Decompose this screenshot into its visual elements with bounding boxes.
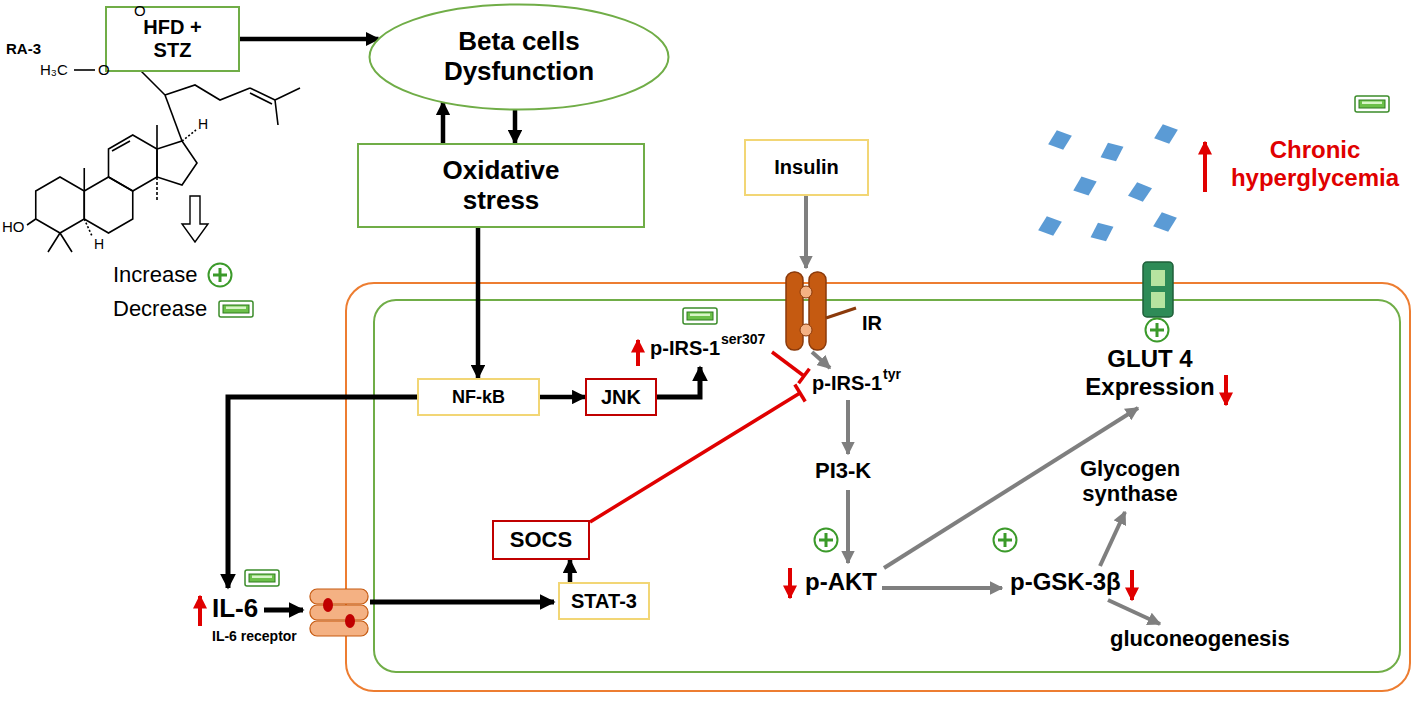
legend-text: Decrease [113,296,207,322]
glut4-transporter [1143,262,1173,317]
node-text: SOCS [510,527,572,552]
atom-label: HO [2,218,25,235]
atom-label: O [134,2,146,19]
il6-receptor [310,589,368,636]
condition-label: Chronic hyperglycemia [1225,136,1405,191]
connector-arrow [240,37,379,42]
superscript-label: ser307 [721,331,765,347]
process-label: gluconeogenesis [1110,626,1290,651]
atom-label: O [98,61,110,78]
connector-arrow [513,109,518,143]
connector-arrow [568,560,573,582]
protein-label: p-IRS-1 [812,372,882,395]
insulin-pathway-arrows [806,196,1160,624]
cytokine-label: IL-6 [212,594,258,624]
connector-arrow [540,395,585,400]
enzyme-label: Glycogen synthase [1055,456,1205,507]
receptor-label: IL-6 receptor [212,628,297,644]
protein-label: PI3-K [815,458,871,483]
process-ellipse: Beta cells Dysfunction [368,3,670,111]
node-text: NF-kB [452,387,505,408]
kinase-box: JNK [585,378,657,416]
factor-box: SOCS [492,520,590,560]
insulin-receptor [786,272,856,350]
protein-label: GLUT 4 Expression [1080,345,1220,400]
connector-arrow [476,228,481,378]
atom-label: H₃C [40,61,68,78]
legend-row: Decrease [113,292,255,326]
node-text: STAT-3 [571,590,637,613]
node-text: Insulin [774,156,838,179]
node-text: Beta cells Dysfunction [419,27,619,87]
change-arrows [200,142,1226,626]
node-text: JNK [601,386,641,409]
process-box: Oxidative stress [357,143,645,228]
superscript-label: tyr [883,366,901,382]
compound-name: RA-3 [6,40,41,57]
signal-arrows [228,367,700,610]
protein-label: p-IRS-1 [650,337,720,360]
legend-row: Increase [113,258,255,292]
node-text: Oxidative stress [426,156,576,216]
legend: IncreaseDecrease [113,258,255,326]
legend-swatch [207,262,245,288]
legend-text: Increase [113,262,197,288]
cell-membrane [346,283,1410,691]
legend-swatch [217,296,255,322]
atom-label: H [198,116,208,132]
factor-box: NF-kB [417,378,540,416]
input-box: HFD + STZ [105,6,240,72]
connector-arrow [441,102,446,143]
hormone-box: Insulin [744,139,869,196]
protein-label: p-GSK-3β [1010,568,1121,596]
status-icons [245,96,1389,586]
atom-label: H [94,236,104,252]
receptor-label: IR [862,312,882,335]
node-text: HFD + STZ [128,16,218,62]
factor-box: STAT-3 [558,582,650,620]
protein-label: p-AKT [805,568,877,596]
glucose-molecules [1038,124,1178,241]
